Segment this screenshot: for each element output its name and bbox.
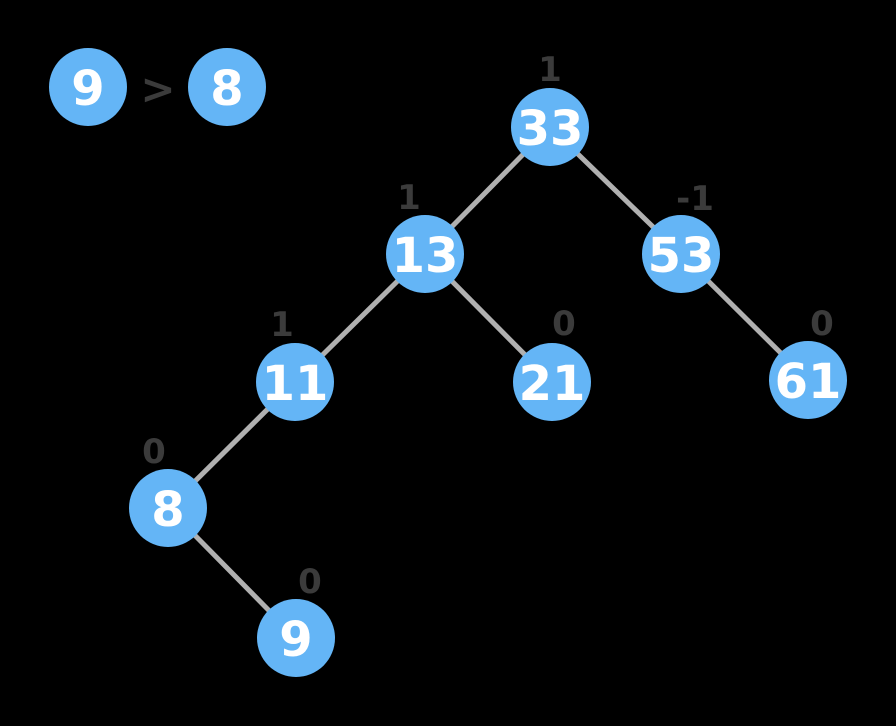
tree-node-13: 131 [386,178,464,293]
node-circle-21 [513,343,591,421]
node-value-33: 33 [517,101,584,157]
comparison-operator: > [140,64,175,113]
node-value-53: 53 [648,228,715,284]
node-value-13: 13 [392,228,459,284]
node-circle-13 [386,215,464,293]
tree-node-8: 80 [129,432,207,547]
balance-factor-label-13: 1 [397,178,421,218]
node-value-21: 21 [519,356,586,412]
tree-node-21: 210 [513,304,591,421]
tree-node-11: 111 [256,305,334,421]
balance-factor-label-61: 0 [810,304,834,344]
node-circle-11 [256,343,334,421]
comparison-callout: 9 >8 [49,48,266,126]
tree-node-33: 331 [511,50,589,166]
node-circle-9 [257,599,335,677]
node-circle-8 [129,469,207,547]
balance-factor-label-8: 0 [142,432,166,472]
tree-node-61: 610 [769,304,847,419]
balance-factor-label-21: 0 [552,304,576,344]
balance-factor-label-33: 1 [538,50,562,90]
tree-node-53: 53-1 [642,179,720,293]
node-value-11: 11 [262,356,329,412]
tree-node-9: 90 [257,562,335,677]
node-circle-compare-right [188,48,266,126]
node-value-compare-left: 9 [71,61,104,117]
node-circle-33 [511,88,589,166]
node-circle-compare-left [49,48,127,126]
node-circle-61 [769,341,847,419]
node-value-8: 8 [151,482,184,538]
balance-factor-label-9: 0 [298,562,322,602]
balance-factor-label-53: -1 [676,179,714,219]
balance-factor-label-11: 1 [270,305,294,345]
node-value-61: 61 [775,354,842,410]
node-value-9: 9 [279,612,312,668]
node-circle-53 [642,215,720,293]
node-value-compare-right: 8 [210,61,243,117]
